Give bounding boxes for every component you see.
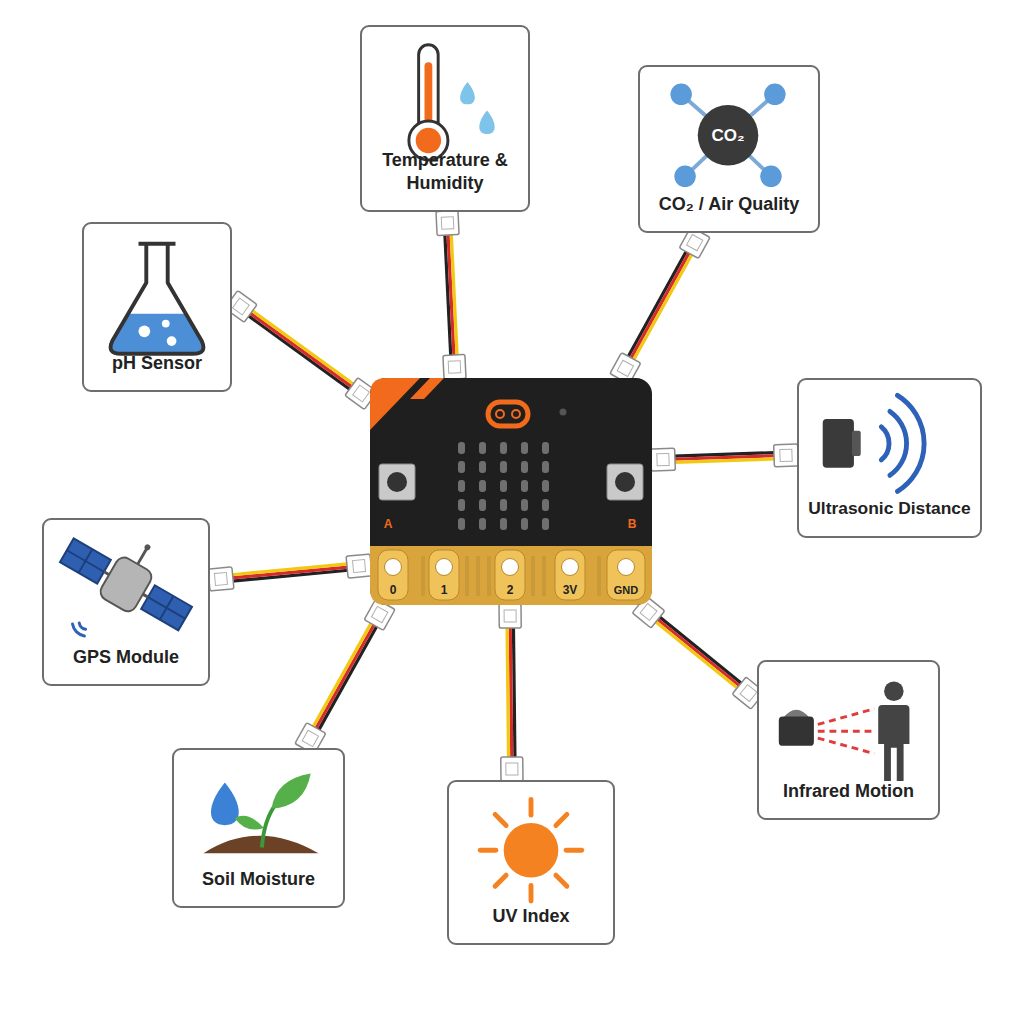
microbit-board: A B 0 1 2 3V GND	[370, 378, 652, 605]
cable-wire	[513, 627, 514, 758]
sensor-label: Soil Moisture	[202, 868, 315, 891]
cable-plug	[501, 757, 523, 781]
uv-index-sensor: UV Index	[447, 780, 615, 945]
grove-cable	[225, 291, 378, 410]
button-label: B	[628, 518, 637, 530]
cable-plug	[208, 567, 234, 591]
cable-plug	[499, 604, 521, 628]
cable-wire	[248, 316, 350, 390]
cable-wire	[232, 564, 348, 575]
grove-cable	[295, 599, 395, 754]
cable-plug	[346, 554, 372, 578]
grove-cable	[651, 444, 799, 471]
button-label: A	[384, 518, 393, 530]
grove-cable	[632, 596, 764, 709]
sensor-label: GPS Module	[73, 646, 179, 669]
cable-wire	[657, 619, 740, 686]
pin-label: 3V	[563, 584, 578, 596]
temperature-humidity-sensor: Temperature & Humidity	[360, 25, 530, 212]
cable-plug	[443, 354, 466, 379]
cable-wire	[633, 254, 692, 360]
cable-wire	[507, 627, 508, 758]
cable-wire	[252, 310, 354, 384]
cable-wire	[313, 623, 372, 728]
sensor-label: Temperature & Humidity	[370, 149, 520, 194]
infrared-motion-sensor: Infrared Motion	[757, 660, 940, 820]
cable-wire	[628, 251, 687, 357]
pin-label: 2	[507, 584, 514, 596]
pin-label: GND	[614, 585, 638, 596]
sensor-label: CO₂ / Air Quality	[659, 193, 799, 216]
cable-wire	[655, 621, 738, 688]
cable-wire	[659, 616, 742, 683]
cable-wire	[451, 234, 457, 356]
cable-wire	[250, 313, 352, 387]
co2-sensor: CO₂ / Air Quality	[638, 65, 820, 233]
cable-plug	[651, 448, 676, 471]
cable-plug	[436, 210, 459, 235]
sensor-label: UV Index	[492, 905, 569, 928]
ph-sensor: pH Sensor	[82, 222, 232, 392]
gps-module: GPS Module	[42, 518, 210, 686]
sensor-label: pH Sensor	[112, 352, 202, 375]
cable-wire	[631, 252, 690, 358]
sensor-label: Ultrasonic Distance	[808, 498, 970, 520]
formula-label: CO₂	[711, 127, 744, 144]
grove-cable	[436, 210, 466, 379]
sensor-label: Infrared Motion	[783, 780, 914, 803]
pin-label: 1	[441, 584, 448, 596]
cable-wire	[316, 624, 375, 729]
pin-label: 0	[390, 584, 397, 596]
cable-plug	[774, 444, 799, 467]
grove-cable	[610, 227, 710, 384]
cable-wire	[510, 627, 511, 758]
grove-cable	[208, 554, 372, 591]
ultrasonic-sensor: Ultrasonic Distance	[797, 378, 982, 538]
cable-wire	[674, 459, 775, 462]
grove-cable	[499, 604, 523, 781]
board-illustration	[370, 378, 652, 605]
cable-wire	[319, 626, 378, 731]
soil-moisture-sensor: Soil Moisture	[172, 748, 345, 908]
